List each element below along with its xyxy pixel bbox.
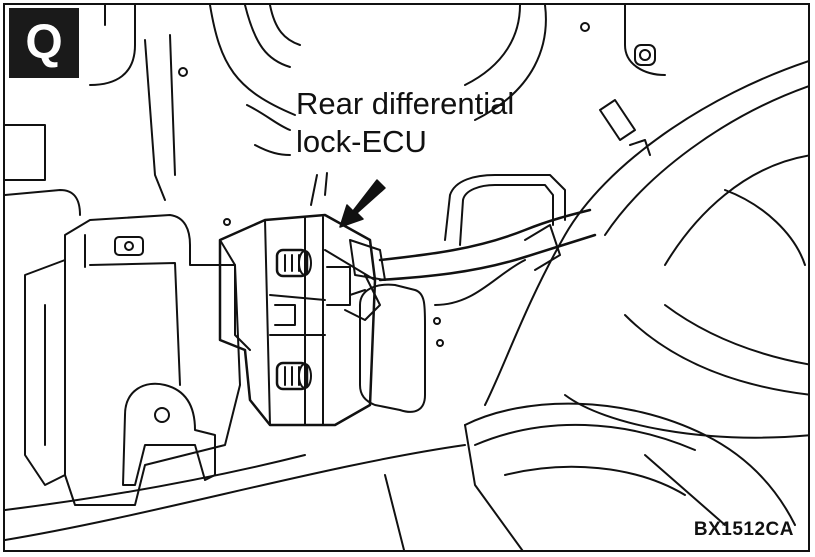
- vehicle-body-illustration: [5, 5, 808, 550]
- fender-curve: [484, 60, 808, 406]
- mount-hole: [433, 317, 441, 325]
- lower-bolt-icon: [275, 361, 312, 391]
- figure-code: BX1512CA: [693, 519, 794, 540]
- figure-frame: Q Rear differential lock-ECU BX1512CA: [3, 3, 810, 552]
- mount-hole: [436, 339, 444, 347]
- upper-bolt-icon: [275, 248, 312, 278]
- wheel-well-arc: [464, 402, 796, 526]
- indicator-arrow: [339, 179, 386, 228]
- left-pillar-outline: [5, 124, 46, 181]
- lower-bracket: [122, 382, 216, 486]
- callout-line-1: Rear differential: [296, 86, 515, 121]
- floor-line: [5, 444, 466, 541]
- corner-bracket: [624, 5, 666, 76]
- panel-cutout: [359, 283, 426, 413]
- callout-line-2: lock-ECU: [296, 124, 427, 159]
- wire-harness: [378, 208, 592, 262]
- ecu-callout-label: Rear differential lock-ECU: [296, 85, 514, 161]
- mount-hole: [178, 67, 188, 77]
- left-mounting-plate: [64, 214, 241, 506]
- mount-hole: [223, 218, 231, 226]
- mount-hole: [580, 22, 590, 32]
- view-badge: Q: [9, 8, 79, 78]
- ecu-housing: [218, 213, 377, 427]
- top-panel-outline: [209, 5, 296, 116]
